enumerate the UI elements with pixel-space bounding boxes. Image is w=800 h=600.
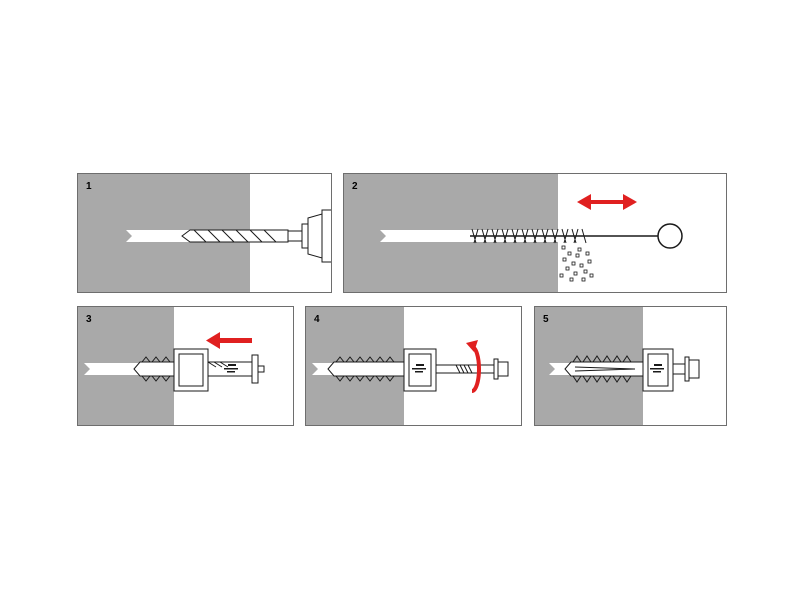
step-1-panel: 1 — [77, 173, 332, 293]
anchor-label-marks — [650, 364, 664, 373]
insert-illustration — [78, 307, 265, 425]
installed-anchor-icon — [564, 348, 700, 392]
anchor-label-marks — [224, 364, 238, 373]
step-number: 4 — [314, 314, 320, 325]
insert-anchor-icon — [133, 348, 265, 392]
cleaning-illustration — [344, 174, 683, 292]
step-number: 3 — [86, 314, 92, 325]
move-back-and-forth-arrow-icon — [577, 194, 637, 210]
step-number: 1 — [86, 181, 92, 192]
step-2-panel: 2 — [343, 173, 727, 293]
rotate-arrow-icon — [466, 340, 481, 393]
step-4-panel: 4 — [305, 306, 522, 426]
tighten-illustration — [306, 307, 509, 425]
drill-illustration — [78, 174, 331, 292]
step-number: 2 — [352, 181, 358, 192]
drill-bit-icon — [181, 209, 331, 263]
cleaning-brush-icon — [470, 223, 683, 249]
installed-illustration — [535, 307, 700, 425]
step-3-panel: 3 — [77, 306, 294, 426]
step-5-panel: 5 — [534, 306, 727, 426]
anchor-label-marks — [412, 364, 426, 373]
tighten-screw-icon — [435, 358, 509, 380]
push-arrow-icon — [206, 332, 252, 349]
debris-particles — [559, 245, 594, 282]
step-number: 5 — [543, 314, 549, 325]
